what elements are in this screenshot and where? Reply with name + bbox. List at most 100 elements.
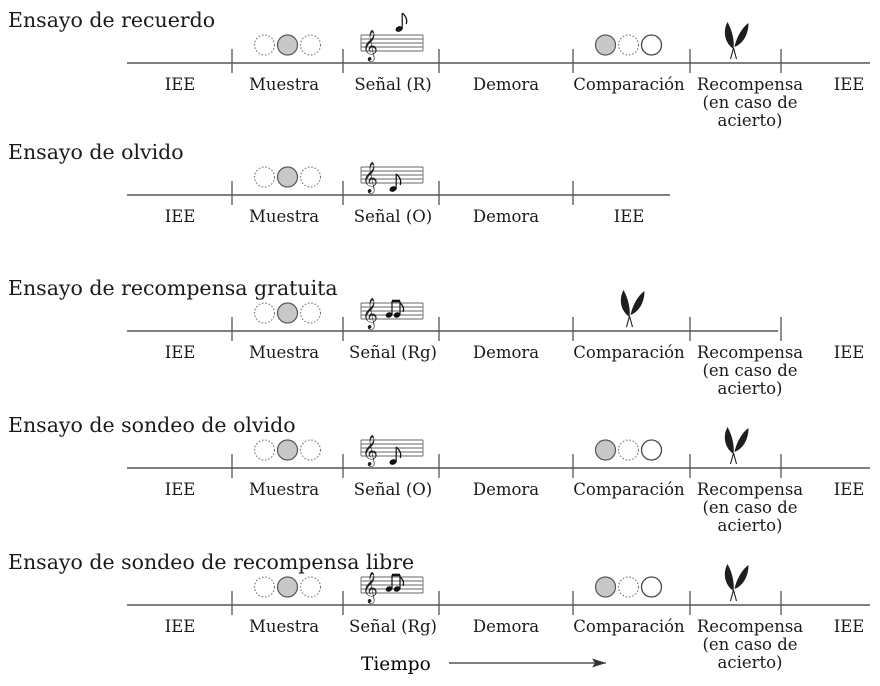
seed-tail xyxy=(732,452,738,465)
segment-label: IEE xyxy=(165,617,196,636)
sample-keys-icon xyxy=(253,576,322,598)
seed-half xyxy=(734,23,749,47)
segment-label: Demora xyxy=(473,75,539,94)
segment-label: IEE xyxy=(165,480,196,499)
segment-label: Recompensa xyxy=(697,75,803,94)
seed-half xyxy=(724,427,734,454)
seed-tail xyxy=(729,589,735,602)
segment-label: IEE xyxy=(614,207,645,226)
dotted-circle-icon xyxy=(253,302,276,324)
filled-circle-icon xyxy=(594,576,617,598)
filled-circle-icon xyxy=(276,576,299,598)
segment-label: Muestra xyxy=(249,480,319,499)
eighth-note-icon xyxy=(395,26,403,32)
seed-reward-icon xyxy=(724,564,749,602)
segment-sublabel: acierto) xyxy=(717,379,782,398)
note-flag xyxy=(399,302,405,313)
segment-sublabel: acierto) xyxy=(717,111,782,130)
time-axis-label: Tiempo xyxy=(361,654,431,675)
seed-half xyxy=(734,565,749,589)
trial-title: Ensayo de recuerdo xyxy=(8,8,215,32)
segment-label: IEE xyxy=(165,207,196,226)
treble-clef-icon: 𝄞 xyxy=(362,161,378,194)
comparison-keys-icon xyxy=(594,439,663,461)
treble-clef-icon: 𝄞 xyxy=(362,434,378,467)
eighth-note-icon xyxy=(389,459,397,465)
dotted-circle-icon xyxy=(253,576,276,598)
segment-label: IEE xyxy=(165,75,196,94)
segment-label: Recompensa xyxy=(697,343,803,362)
dotted-circle-icon xyxy=(299,576,322,598)
seed-tail xyxy=(628,315,634,328)
seed-half xyxy=(734,428,749,452)
segment-sublabel: (en caso de xyxy=(702,635,797,654)
dotted-circle-icon xyxy=(299,302,322,324)
note-head-icon xyxy=(393,312,401,318)
note-head-icon xyxy=(393,586,401,592)
segment-label: Muestra xyxy=(249,75,319,94)
segment-label: Muestra xyxy=(249,617,319,636)
dotted-circle-icon xyxy=(253,34,276,56)
seed-tail xyxy=(625,315,631,328)
seed-tail xyxy=(729,452,735,465)
segment-sublabel: (en caso de xyxy=(702,93,797,112)
segment-label: Demora xyxy=(473,207,539,226)
segment-label: IEE xyxy=(834,480,865,499)
filled-circle-icon xyxy=(276,439,299,461)
dotted-circle-icon xyxy=(253,166,276,188)
dotted-circle-icon xyxy=(617,439,640,461)
dotted-circle-icon xyxy=(617,34,640,56)
seed-reward-icon xyxy=(724,427,749,465)
filled-circle-icon xyxy=(594,34,617,56)
segment-label: Demora xyxy=(473,343,539,362)
seed-half xyxy=(630,291,645,315)
segment-sublabel: (en caso de xyxy=(702,498,797,517)
note-flag xyxy=(401,12,408,25)
sample-keys-icon xyxy=(253,34,322,56)
trial-title: Ensayo de sondeo de recompensa libre xyxy=(8,550,414,574)
dotted-circle-icon xyxy=(617,576,640,598)
treble-clef-icon: 𝄞 xyxy=(362,297,378,330)
segment-label: Comparación xyxy=(573,75,685,94)
segment-label: Recompensa xyxy=(697,617,803,636)
comparison-keys-icon xyxy=(594,34,663,56)
open-circle-icon xyxy=(640,34,663,56)
note-head-icon xyxy=(385,586,393,592)
musical-staff-icon: 𝄞 xyxy=(360,434,424,467)
note-head-icon xyxy=(385,312,393,318)
seed-half xyxy=(620,290,630,317)
segment-label: Muestra xyxy=(249,207,319,226)
segment-label: Señal (O) xyxy=(354,207,432,226)
dotted-circle-icon xyxy=(299,34,322,56)
note-flag xyxy=(395,446,402,459)
eighth-note-icon xyxy=(389,186,397,192)
segment-label: Señal (Rg) xyxy=(349,617,437,636)
sample-keys-icon xyxy=(253,302,322,324)
segment-sublabel: acierto) xyxy=(717,516,782,535)
seed-tail xyxy=(732,47,738,60)
segment-label: IEE xyxy=(165,343,196,362)
time-axis-arrowhead xyxy=(592,658,606,668)
seed-half xyxy=(724,22,734,49)
segment-label: Señal (R) xyxy=(354,75,431,94)
seed-tail xyxy=(729,47,735,60)
trial-title: Ensayo de recompensa gratuita xyxy=(8,276,338,300)
segment-label: IEE xyxy=(834,75,865,94)
open-circle-icon xyxy=(640,439,663,461)
treble-clef-icon: 𝄞 xyxy=(362,571,378,604)
filled-circle-icon xyxy=(594,439,617,461)
seed-half xyxy=(724,564,734,591)
musical-staff-icon: 𝄞 xyxy=(360,297,424,330)
seed-tail xyxy=(732,589,738,602)
dotted-circle-icon xyxy=(299,166,322,188)
segment-label: Muestra xyxy=(249,343,319,362)
sample-keys-icon xyxy=(253,166,322,188)
segment-sublabel: acierto) xyxy=(717,653,782,672)
